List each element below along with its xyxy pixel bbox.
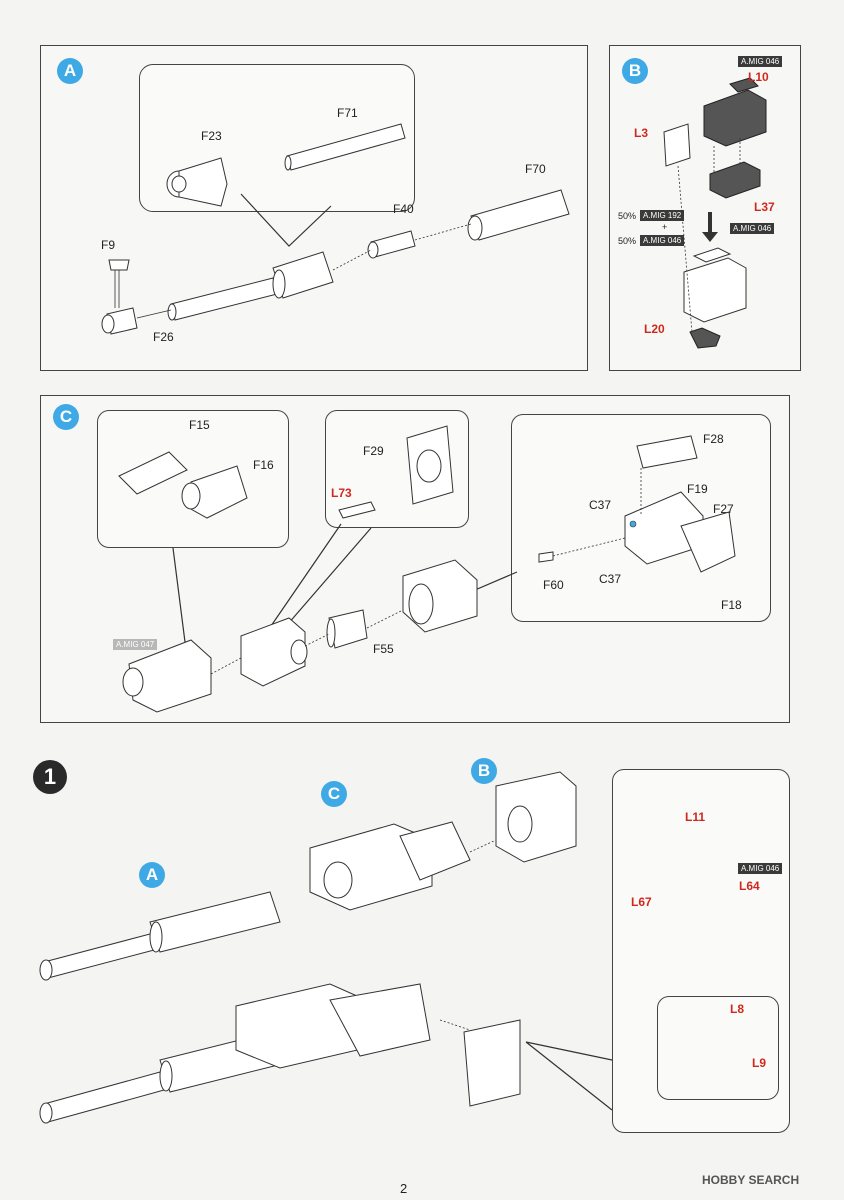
part-label-f27: F27 xyxy=(713,502,734,516)
part-label-l73: L73 xyxy=(331,486,352,500)
part-label-l8: L8 xyxy=(730,1002,745,1016)
mix-ratio-bottom: 50% xyxy=(618,236,637,246)
part-label-c37-upper: C37 xyxy=(589,498,612,512)
part-label-l20: L20 xyxy=(644,322,665,336)
paint-chip-c: A.MIG 047 xyxy=(113,639,158,650)
part-label-l9: L9 xyxy=(752,1056,767,1070)
step1-badge-c: C xyxy=(321,781,347,807)
paint-chip-b-left2: A.MIG 046 xyxy=(640,235,685,246)
part-label-f15: F15 xyxy=(189,418,210,432)
paint-chip-b-left: A.MIG 192 xyxy=(640,210,685,221)
step1-sub-inset xyxy=(657,996,779,1100)
panel-c-drawing xyxy=(118,425,736,713)
paint-chip-step1: A.MIG 046 xyxy=(738,863,783,874)
panel-b-drawing xyxy=(663,77,767,349)
part-label-f55: F55 xyxy=(373,642,394,656)
part-label-f9: F9 xyxy=(101,238,116,252)
step1-badge-b: B xyxy=(471,758,497,784)
part-label-f70: F70 xyxy=(525,162,546,176)
step-1-badge: 1 xyxy=(33,760,67,794)
part-label-f71: F71 xyxy=(337,106,358,120)
part-label-c37-lower: C37 xyxy=(599,572,622,586)
part-label-l3: L3 xyxy=(634,126,649,140)
page-number: 2 xyxy=(400,1181,408,1196)
panel-b: B A.MIG 046 A.MIG 192 A.MIG 046 A.MIG 04… xyxy=(609,45,801,371)
panel-a-drawing xyxy=(101,123,570,335)
badge-c: C xyxy=(53,404,79,430)
part-label-f19: F19 xyxy=(687,482,708,496)
hobby-search-watermark: HOBBY SEARCH xyxy=(702,1173,800,1187)
part-label-f26: F26 xyxy=(153,330,174,344)
paint-chip-b-right: A.MIG 046 xyxy=(730,223,775,234)
part-label-f18: F18 xyxy=(721,598,742,612)
part-label-f29: F29 xyxy=(363,444,384,458)
part-label-f40: F40 xyxy=(393,202,414,216)
part-label-l67: L67 xyxy=(631,895,652,909)
badge-a: A xyxy=(57,58,83,84)
mix-ratio-plus: + xyxy=(662,222,668,232)
panel-c: C A.MIG 047 F15 F16 F29 L73 F28 F19 xyxy=(40,395,790,723)
panel-a: A F23 F71 F70 F40 F9 F26 xyxy=(40,45,588,371)
mix-ratio-top: 50% xyxy=(618,211,637,221)
part-label-f28: F28 xyxy=(703,432,724,446)
part-label-l37: L37 xyxy=(754,200,775,214)
step1-badge-a: A xyxy=(139,862,165,888)
part-label-l11: L11 xyxy=(685,810,706,824)
part-label-f16: F16 xyxy=(253,458,274,472)
part-label-l10: L10 xyxy=(748,70,769,84)
part-label-f23: F23 xyxy=(201,129,222,143)
part-label-f60: F60 xyxy=(543,578,564,592)
paint-chip-b-top: A.MIG 046 xyxy=(738,56,783,67)
part-label-l64: L64 xyxy=(739,879,760,893)
badge-b: B xyxy=(622,58,648,84)
